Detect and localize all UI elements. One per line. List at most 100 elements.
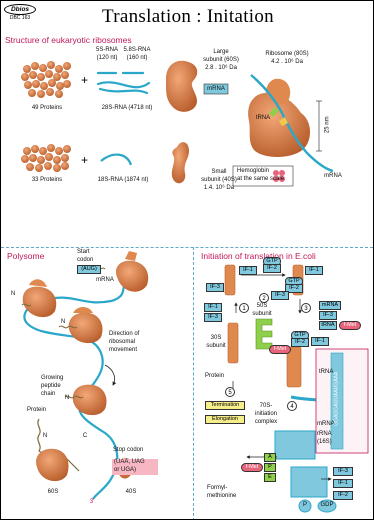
badge-if1-1: IF-1 [239, 266, 257, 275]
label-large-subunit-60s: subunit (60S) [197, 57, 245, 65]
label-protein-init: Protein [205, 373, 224, 381]
svg-text:+: + [81, 73, 88, 87]
subunit-50s-shape [256, 319, 272, 349]
ribosome-70s-init [275, 431, 315, 459]
ribosome-polysome-2 [23, 279, 57, 317]
label-shine-dalgarno: GGAGGAGUAAUGAAA [333, 359, 341, 439]
label-n-1: N [9, 291, 17, 299]
step-3-circle: 3 [301, 303, 311, 313]
label-c-end: C [81, 433, 89, 441]
label-mrna-box: mRNA [204, 86, 228, 94]
badge-if3-3: IF-3 [204, 313, 222, 322]
badge-fmet-2: f-Met [269, 345, 291, 354]
badge-if1-3: IF-1 [204, 303, 222, 312]
label-growing: Growing [41, 375, 63, 383]
label-70s: 70S- [251, 403, 281, 411]
label-direction-3: movement [109, 347, 137, 355]
label-5s-rna: 5S-RNA [93, 47, 121, 55]
page-title: Translation : Initation [1, 6, 374, 28]
label-70s-complex: complex [251, 419, 281, 427]
label-58s-rna: 5.8S-RNA [121, 47, 153, 55]
label-3-prime: 3' [87, 499, 97, 507]
label-protein-polysome: Protein [27, 407, 46, 415]
label-direction-2: ribosomal [109, 339, 135, 347]
badge-if1-4: IF-1 [311, 337, 329, 346]
label-5s-size: (120 nt) [93, 55, 121, 63]
rna-strands-large [98, 73, 149, 93]
label-n-2: N [59, 319, 67, 327]
label-small-subunit: Small [199, 169, 239, 177]
badge-fmet-3: f-Met [241, 463, 263, 472]
step-2-circle: 2 [259, 293, 269, 303]
label-50s-subunit: subunit [247, 311, 277, 319]
protein-cluster-large [21, 61, 71, 98]
label-p: P [300, 502, 310, 510]
label-start-codon-2: codon [77, 257, 93, 265]
subunit-60s [36, 449, 68, 481]
label-gdp: GDP [317, 502, 337, 510]
step-5-circle: 5 [225, 387, 235, 397]
label-growing-2: peptide [41, 383, 61, 391]
label-mrna-polysome: mRNA [93, 277, 117, 285]
label-trna-top: tRNA [253, 115, 273, 123]
label-70s-initiation: initiation [251, 411, 281, 419]
label-mrna-top: mRNA [321, 173, 345, 181]
label-stop-codons-1: (UAA, UAG [114, 459, 145, 467]
direction-arrow [105, 365, 115, 385]
ribosome-polysome-4 [73, 385, 107, 415]
label-formyl-methionine: methionine [207, 493, 236, 501]
label-n-end: N [41, 433, 49, 441]
label-49-proteins: 49 Proteins [23, 105, 71, 113]
divider-vertical [193, 247, 194, 520]
label-mrna-box: mRNA [317, 421, 335, 429]
label-stop-codon: Stop codon [113, 447, 143, 455]
badge-if2-release: IF-2 [333, 491, 353, 500]
label-33-proteins: 33 Proteins [23, 177, 71, 185]
label-rrna-16s: (16S) [317, 439, 332, 447]
badge-if2-3: IF-2 [291, 338, 309, 347]
label-ribosome-mass: 4.2 . 10⁶ Da [263, 59, 311, 67]
label-ribosome-80s: Ribosome (80S) [259, 51, 315, 59]
label-30s: 30S [205, 335, 227, 343]
badge-if3-4: IF-3 [319, 311, 337, 320]
site-p: P [264, 463, 276, 472]
label-rrna-box: rRNA [317, 431, 332, 439]
label-hemoglobin: Hemoglobin [237, 168, 269, 176]
label-growing-3: chain [41, 391, 55, 399]
large-subunit-shape [166, 61, 197, 112]
subunit-30s-shape [228, 323, 238, 363]
protein-cluster-small [21, 144, 71, 172]
badge-aug: (AUG) [77, 265, 101, 274]
label-large-subunit: Large [201, 49, 241, 57]
badge-if2-1: IF-2 [263, 264, 281, 273]
elongation-box: Elongation [205, 415, 245, 424]
badge-if3-2: IF-3 [271, 291, 289, 300]
if-complex-1 [225, 265, 235, 295]
label-trna-box: tRNA [319, 369, 333, 377]
label-60s: 60S [41, 489, 65, 497]
section-title-initiation: Initiation of translation in E.coli [201, 251, 316, 261]
label-58s-size: (160 nt) [121, 55, 153, 63]
label-30s-subunit: subunit [205, 343, 227, 351]
badge-if3-release: IF-3 [333, 467, 353, 476]
svg-text:+: + [81, 153, 88, 167]
label-40s: 40S [119, 489, 143, 497]
label-large-subunit-mass: 2.8 . 10⁶ Da [197, 65, 245, 73]
label-stop-codons-2: or UGA) [114, 467, 136, 475]
label-28s-rna: 28S-RNA (4718 nt) [97, 105, 157, 113]
ribosome-80s [248, 75, 333, 171]
badge-if3-1: IF-3 [206, 283, 224, 292]
label-direction: Direction of [109, 331, 139, 339]
divider-horizontal [1, 247, 373, 248]
label-18s-rna: 18S-RNA (1874 nt) [93, 177, 153, 185]
badge-fmet-1: f-Met [339, 321, 361, 330]
badge-mrna-init: mRNA [319, 301, 341, 310]
label-formyl: Formyl- [207, 485, 227, 493]
label-50s: 50S [247, 303, 277, 311]
label-n-3: N [63, 395, 71, 403]
badge-trna-init: tRNA [319, 321, 337, 330]
badge-if1-release: IF-1 [333, 479, 353, 488]
ribosome-polysome-1 [116, 251, 148, 292]
small-subunit-shape [172, 142, 189, 183]
